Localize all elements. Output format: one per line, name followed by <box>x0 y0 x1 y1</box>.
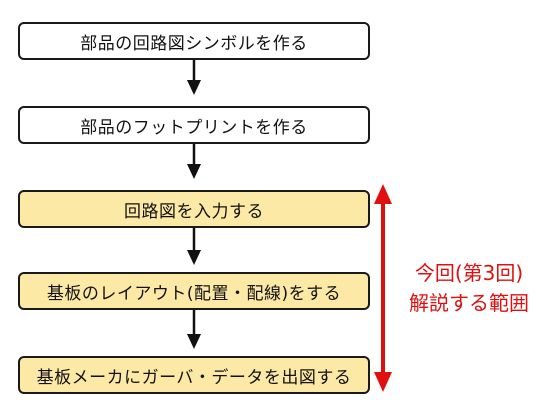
step-label: 基板メーカにガーバ・データを出図する <box>36 367 352 388</box>
step-label: 部品のフットプリントを作る <box>80 117 308 138</box>
flow-arrow <box>187 58 201 95</box>
flow-arrow <box>187 142 201 179</box>
step-box-symbol: 部品の回路図シンボルを作る <box>18 22 370 60</box>
step-label: 部品の回路図シンボルを作る <box>80 33 308 54</box>
step-box-footprint: 部品のフットプリントを作る <box>18 106 370 144</box>
step-box-layout: 基板のレイアウト(配置・配線)をする <box>18 272 370 310</box>
step-box-gerber: 基板メーカにガーバ・データを出図する <box>18 356 370 394</box>
step-label: 回路図を入力する <box>124 201 264 222</box>
flow-arrow <box>187 228 201 265</box>
step-box-schematic: 回路図を入力する <box>18 190 370 228</box>
flow-arrow <box>187 310 201 349</box>
range-label-line2: 解説する範囲 <box>409 291 529 315</box>
step-label: 基板のレイアウト(配置・配線)をする <box>46 283 342 304</box>
range-double-arrow <box>374 184 392 392</box>
range-label-line1: 今回(第3回) <box>414 261 524 285</box>
